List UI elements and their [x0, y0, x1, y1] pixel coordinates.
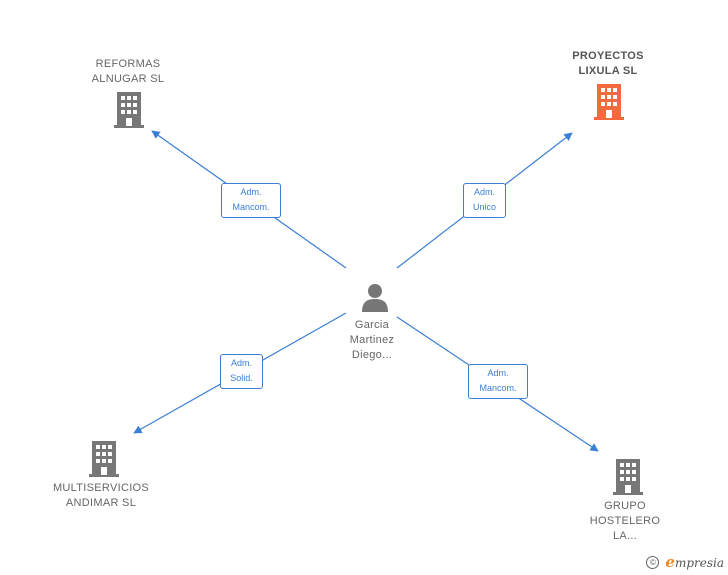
company-name-line: LIXULA SL: [578, 65, 638, 77]
role-line: Adm.: [487, 368, 509, 378]
role-line: Mancom.: [479, 383, 517, 393]
company-name-line: MULTISERVICIOS: [52, 482, 150, 494]
company-name-line: ANDIMAR SL: [65, 497, 137, 509]
person-name-line: Martinez: [349, 334, 395, 346]
role-line: Adm.: [230, 358, 252, 368]
role-line: Unico: [472, 202, 496, 212]
company-name-line: ALNUGAR SL: [91, 73, 165, 85]
copyright-icon: ©: [646, 555, 660, 569]
person-name-line: Garcia: [354, 319, 390, 331]
person-name-line: Diego...: [351, 349, 393, 361]
company-label-multiservicios[interactable]: MULTISERVICIOS ANDIMAR SL: [46, 481, 156, 511]
building-icon-highlighted[interactable]: [594, 84, 624, 120]
footer-brand: © empresia: [646, 553, 724, 571]
person-icon[interactable]: [360, 282, 390, 312]
company-name-line: HOSTELERO: [589, 515, 661, 527]
company-label-proyectos[interactable]: PROYECTOS LIXULA SL: [558, 49, 658, 79]
role-line: Solid.: [230, 373, 253, 383]
role-line: Mancom.: [232, 202, 270, 212]
company-label-reformas[interactable]: REFORMAS ALNUGAR SL: [78, 57, 178, 87]
role-line: Adm.: [473, 187, 495, 197]
building-icon[interactable]: [89, 441, 119, 477]
company-label-grupo[interactable]: GRUPO HOSTELERO LA...: [575, 499, 675, 544]
brand-logo[interactable]: empresia: [665, 553, 724, 571]
role-badge-reformas[interactable]: Adm. Mancom.: [221, 183, 281, 218]
company-name-line: REFORMAS: [95, 58, 161, 70]
brand-name: mpresia: [674, 556, 724, 570]
building-icon[interactable]: [613, 459, 643, 495]
role-badge-multiservicios[interactable]: Adm. Solid.: [220, 354, 263, 389]
role-badge-proyectos[interactable]: Adm. Unico: [463, 183, 506, 218]
brand-initial: e: [665, 553, 675, 571]
building-icon[interactable]: [114, 92, 144, 128]
company-name-line: PROYECTOS: [572, 50, 644, 62]
company-name-line: GRUPO: [604, 500, 646, 512]
role-badge-grupo[interactable]: Adm. Mancom.: [468, 364, 528, 399]
company-name-line: LA...: [612, 530, 638, 542]
role-line: Adm.: [240, 187, 262, 197]
person-name[interactable]: Garcia Martinez Diego...: [322, 318, 422, 363]
